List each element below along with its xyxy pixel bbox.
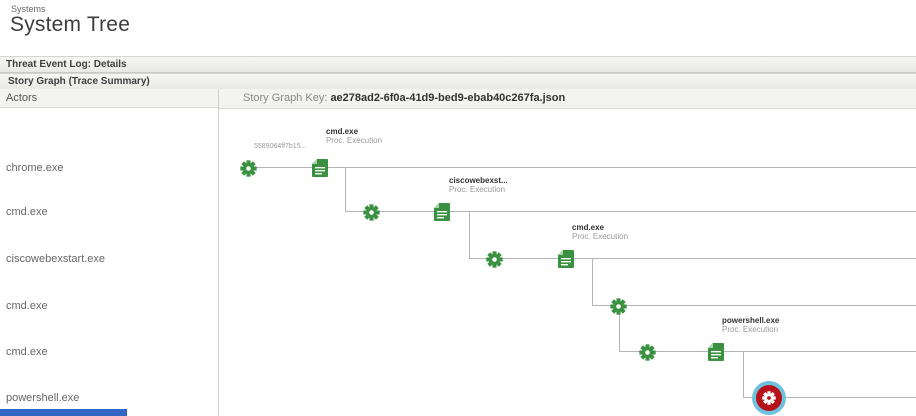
connector-row1-row2	[345, 167, 346, 212]
breadcrumb[interactable]: Systems	[11, 4, 46, 14]
event-document-icon[interactable]	[708, 343, 724, 361]
connector-row3-row4	[592, 258, 593, 306]
actors-column-header: Actors	[0, 89, 218, 108]
event-name: powershell.exe	[722, 316, 780, 325]
process-gear-icon[interactable]	[639, 344, 656, 361]
section-threat-event-log[interactable]: Threat Event Log: Details	[0, 56, 916, 73]
event-label-cmd2: cmd.exe Proc. Execution	[572, 223, 628, 241]
actor-cmd-3: cmd.exe	[6, 346, 48, 358]
actor-powershell: powershell.exe	[6, 392, 80, 404]
root-hash-label: 5589064ff7b15...	[254, 143, 307, 150]
actor-cmd-1: cmd.exe	[6, 206, 48, 218]
process-gear-icon[interactable]	[486, 251, 503, 268]
event-name: cmd.exe	[326, 127, 359, 136]
actor-chrome: chrome.exe	[6, 162, 64, 174]
story-graph-key-label: Story Graph Key:	[243, 92, 328, 104]
event-label-cmd: cmd.exe Proc. Execution	[326, 127, 382, 145]
connector-row2-row3	[469, 211, 470, 259]
lifeline-row3	[469, 258, 916, 259]
event-name: ciscowebexst...	[449, 176, 508, 185]
event-label-powershell: powershell.exe Proc. Execution	[722, 316, 779, 334]
process-gear-icon[interactable]	[363, 204, 380, 221]
event-document-icon[interactable]	[434, 203, 450, 221]
event-document-icon[interactable]	[312, 159, 328, 177]
lifeline-row2	[345, 211, 916, 212]
lifeline-row4	[592, 305, 916, 306]
story-graph-key-header: Story Graph Key: ae278ad2-6f0a-41d9-bed9…	[219, 89, 916, 109]
process-gear-icon[interactable]	[240, 160, 257, 177]
selected-gear-icon	[762, 391, 776, 405]
section-story-graph[interactable]: Story Graph (Trace Summary)	[0, 73, 916, 90]
event-type: Proc. Execution	[326, 136, 383, 145]
lifeline-row5	[619, 351, 916, 352]
column-divider	[218, 89, 219, 416]
story-graph-key-value: ae278ad2-6f0a-41d9-bed9-ebab40c267fa.jso…	[330, 92, 566, 104]
event-name: cmd.exe	[572, 223, 605, 232]
event-label-ciscowebex: ciscowebexst... Proc. Execution	[449, 176, 508, 194]
horizontal-scrollbar-thumb[interactable]	[0, 409, 127, 416]
actor-cmd-2: cmd.exe	[6, 300, 48, 312]
process-gear-icon[interactable]	[610, 298, 627, 315]
connector-row4-row5	[619, 305, 620, 352]
event-type: Proc. Execution	[449, 185, 506, 194]
actor-ciscowebexstart: ciscowebexstart.exe	[6, 253, 106, 265]
lifeline-row6	[743, 397, 916, 398]
event-document-icon[interactable]	[558, 250, 574, 268]
connector-row5-row6	[743, 351, 744, 398]
event-type: Proc. Execution	[722, 325, 779, 334]
selected-node[interactable]	[756, 385, 782, 411]
lifeline-row1	[255, 167, 916, 168]
page-title: System Tree	[10, 13, 131, 36]
event-type: Proc. Execution	[572, 232, 629, 241]
